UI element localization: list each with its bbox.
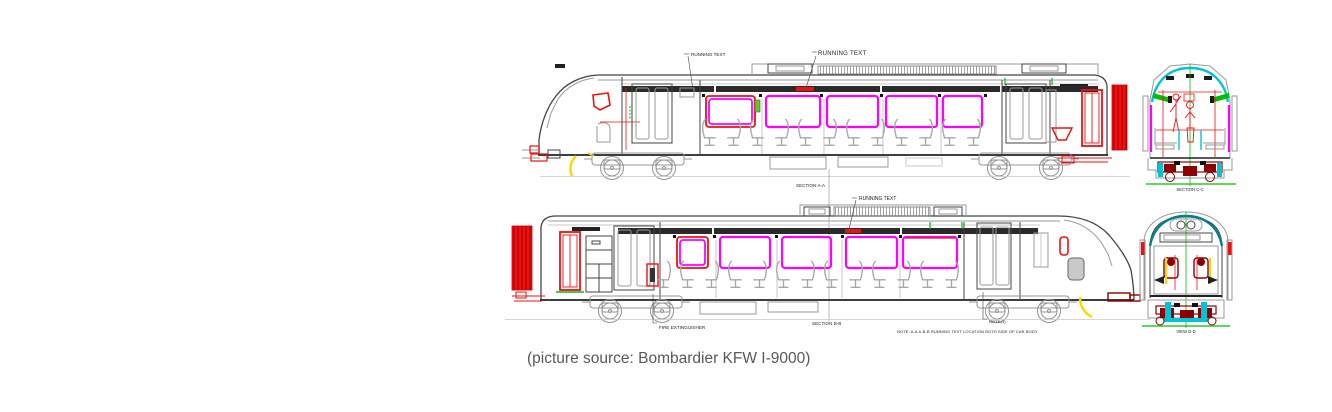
cabinet: [585, 235, 613, 293]
passenger-figures: [1169, 93, 1196, 143]
label-running-text-top-large: RUNNING TEXT: [818, 51, 867, 57]
seats-top: [701, 118, 982, 146]
passenger-door-1-bottom: [613, 225, 655, 291]
end-door-red-bottom: [559, 231, 581, 291]
end-door-red-top: [1081, 89, 1103, 147]
passenger-door-2-top: [1005, 83, 1047, 144]
label-running-text-top-small: RUNNING TEXT: [691, 52, 726, 57]
gangway-panel-top: [1111, 84, 1128, 151]
label-note-ref: NOTE(1): [989, 319, 1006, 324]
cab-interior-front: [1154, 255, 1218, 290]
bogie-1-bottom: [582, 295, 690, 323]
label-note-text: NOTE: A-A & B-B RUNNING TEXT LOCATION BO…: [897, 329, 1038, 334]
label-running-text-bottom: RUNNING TEXT: [859, 196, 896, 202]
label-view-d: VIEW D-D: [1176, 329, 1195, 334]
bogie-front-view: [1147, 299, 1225, 326]
running-text-display-bottom: [845, 229, 861, 233]
passenger-door-1-top: [631, 83, 673, 144]
cross-section-cc: SECTION C-C: [1142, 63, 1238, 192]
passenger-door-2-bottom: [976, 222, 1012, 290]
windows-top: [705, 94, 984, 129]
label-section-a: SECTION A-A: [796, 183, 826, 188]
gangway-panel-bottom: [511, 225, 533, 291]
label-section-b: SECTION B-B: [812, 321, 841, 326]
label-fire-extinguisher: FIRE EXTINGUISHER: [659, 325, 706, 330]
bogie-cross-section: [1147, 158, 1233, 182]
bogie-2-bottom: [969, 295, 1077, 323]
caption: (picture source: Bombardier KFW I-9000): [527, 350, 811, 367]
windows-bottom: [676, 235, 959, 270]
side-view-bottom: RUNNING TEXT FIRE EXTINGUISHER SECTION B…: [505, 196, 1150, 334]
section-cut-line: SECTION A-A: [796, 169, 830, 321]
side-view-top: RUNNING TEXT RUNNING TEXT: [522, 51, 1130, 180]
bogie-1-top: [584, 152, 692, 180]
bogie-2-top: [971, 152, 1079, 180]
running-text-display-top: [796, 87, 814, 91]
front-view-dd: VIEW D-D: [1139, 211, 1233, 334]
label-section-c: SECTION C-C: [1176, 187, 1203, 192]
